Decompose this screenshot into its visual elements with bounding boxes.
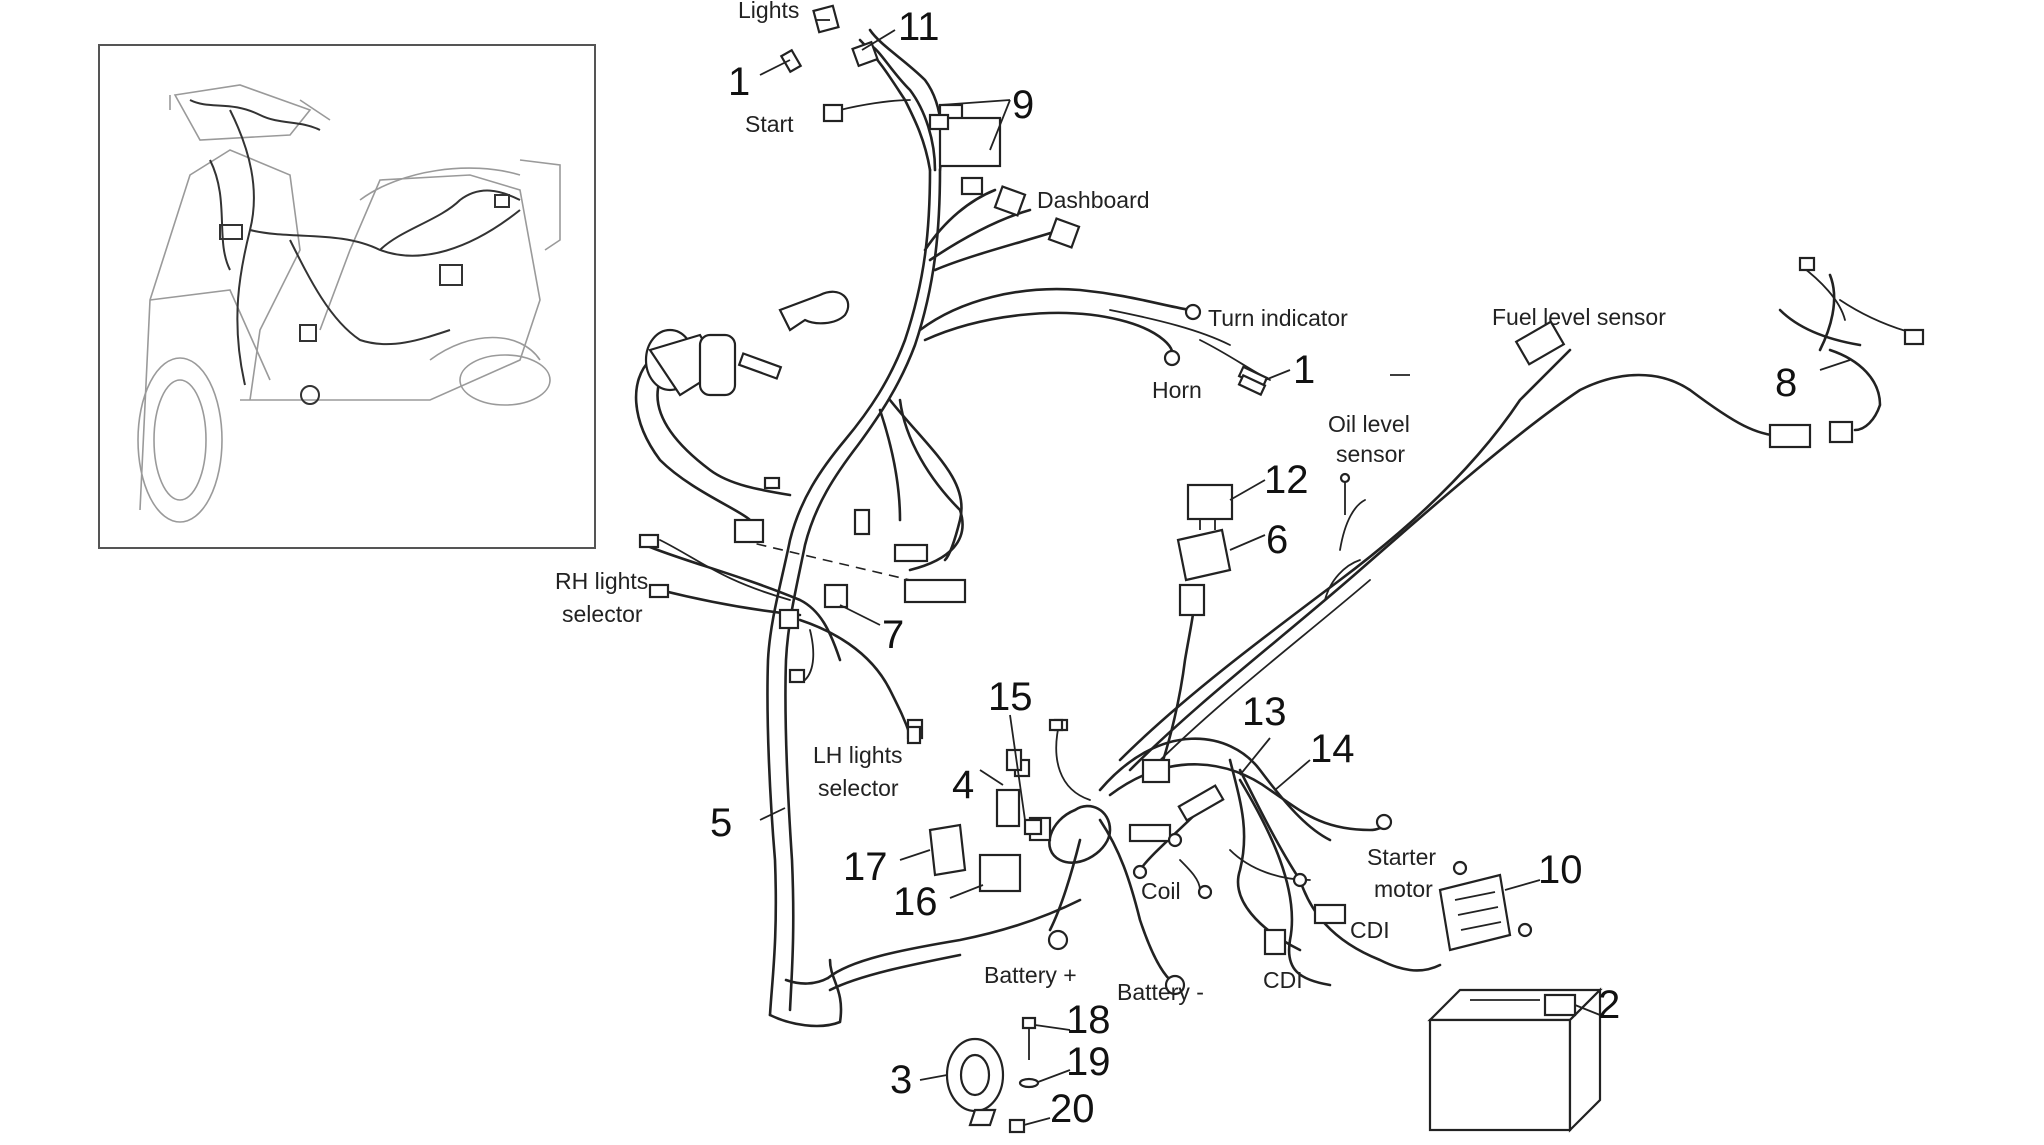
washer-19 [1018,1077,1040,1089]
connection-dashed-line [739,539,911,581]
callout-17: 17 [843,845,888,889]
main-harness [634,28,1921,1028]
leader-lines [759,19,1851,1126]
label-horn: Horn [1152,377,1202,403]
harness-trunk [766,168,932,1017]
screw-18 [1021,1016,1037,1060]
label-battery-minus: Battery - [1117,979,1204,1005]
label-cdi-lower: CDI [1263,967,1303,993]
callout-3: 3 [890,1058,912,1102]
label-coil: Coil [1141,878,1181,904]
callout-14: 14 [1310,727,1355,771]
regulator-10 [1438,860,1533,952]
label-oil-level-sensor-line2: sensor [1336,441,1405,467]
callout-4: 4 [952,763,974,807]
ignition-switch-assembly [644,290,850,397]
harness-trunk-parallel [784,168,942,1012]
relay-6 [1176,528,1232,582]
callout-19: 19 [1066,1040,1111,1084]
label-oil-level-sensor-line1: Oil level [1328,411,1410,437]
callout-12: 12 [1264,458,1309,502]
relay-16 [978,853,1022,893]
scooter-overview-inset [98,44,596,549]
label-start: Start [745,111,794,137]
callout-1-top: 1 [728,60,750,104]
label-lh-lights-selector-line2: selector [818,775,899,801]
label-starter-motor-line1: Starter [1367,844,1436,870]
callout-9: 9 [1012,83,1034,127]
callout-15: 15 [988,675,1033,719]
callout-10: 10 [1538,848,1583,892]
callout-20: 20 [1050,1087,1095,1131]
label-starter-motor-line2: motor [1374,876,1433,902]
oil-sensor-probe [1339,472,1351,515]
label-battery-plus: Battery + [984,962,1077,988]
bulb-1-right [1237,373,1267,397]
callout-7: 7 [882,613,904,657]
callout-18: 18 [1066,998,1111,1042]
connectors [638,4,1925,996]
inset-harness-sketch [189,99,521,405]
label-rh-lights-selector-line1: RH lights [555,568,648,594]
fuse-holder-4 [995,788,1021,828]
label-lh-lights-selector-line1: LH lights [813,742,902,768]
label-fuel-level-sensor: Fuel level sensor [1492,304,1666,330]
callout-5: 5 [710,801,732,845]
label-dashboard: Dashboard [1037,187,1150,213]
callout-1-right: 1 [1293,348,1315,392]
callout-8: 8 [1775,361,1797,405]
relay-12 [1186,483,1234,530]
nut-20 [1008,1118,1026,1134]
label-lights: Lights [738,0,799,23]
scooter-sketch [137,84,561,523]
text-labels: Lights Start Dashboard Turn indicator Ho… [555,0,1666,1005]
label-turn-indicator: Turn indicator [1208,305,1348,331]
callout-13: 13 [1242,690,1287,734]
callout-numbers: 1 11 9 1 8 12 6 7 13 14 15 4 5 17 16 10 … [710,5,1797,1131]
callout-2: 2 [1598,983,1620,1027]
label-rh-lights-selector-line2: selector [562,601,643,627]
relay-9 [928,113,1002,168]
horn-3 [945,1037,1005,1127]
label-cdi-upper: CDI [1350,917,1390,943]
callout-6: 6 [1266,518,1288,562]
bracket-17 [928,823,967,877]
callout-16: 16 [893,880,938,924]
battery-2 [1427,987,1603,1133]
callout-11: 11 [898,5,940,49]
bulb-1-top [779,48,803,74]
